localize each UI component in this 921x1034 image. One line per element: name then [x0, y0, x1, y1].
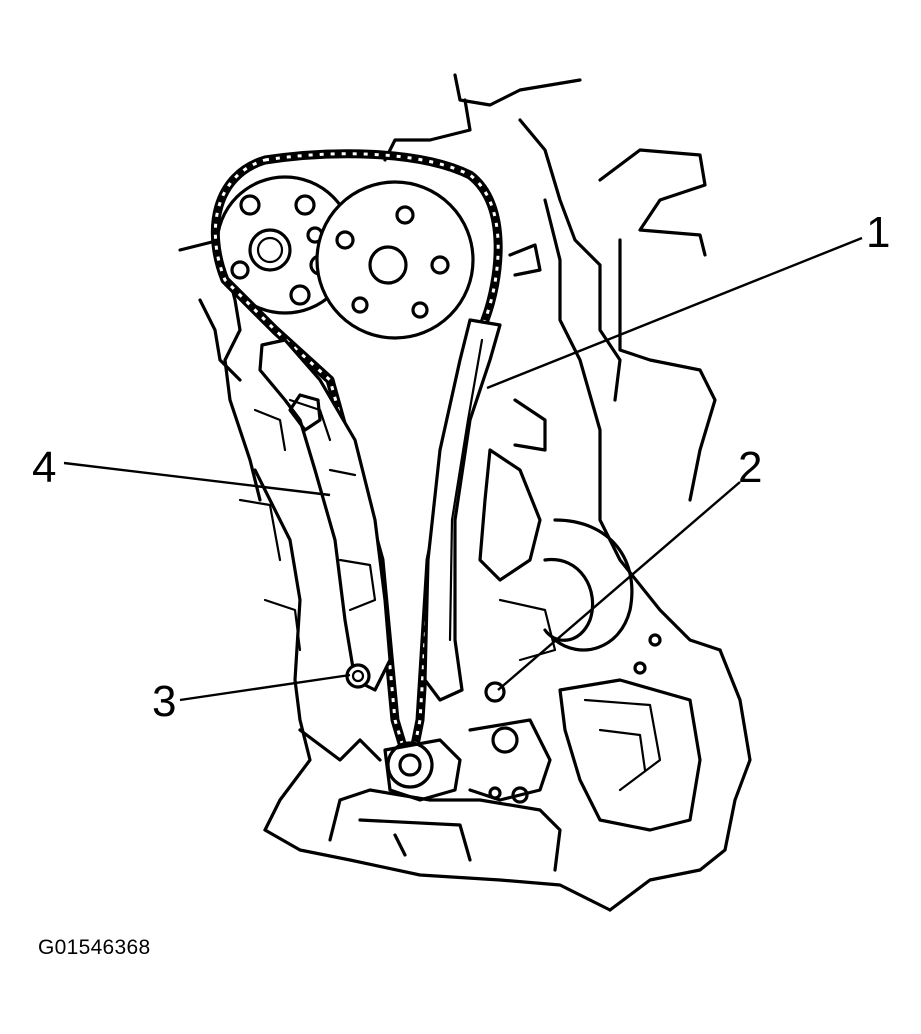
right-cam-sprocket: [315, 180, 475, 340]
timing-chain: [210, 149, 503, 775]
callout-4: 4: [32, 443, 56, 492]
leader-line-4: [63, 461, 331, 497]
chain-guide-right: [423, 318, 502, 702]
callout-2: 2: [738, 443, 762, 492]
callout-3: 3: [152, 677, 176, 726]
leader-line-2: [497, 481, 741, 691]
tensioner-arm-left: [258, 338, 392, 692]
leader-line-3: [179, 673, 351, 702]
leader-line-1: [486, 236, 863, 390]
engine-block: [178, 73, 752, 912]
figure-id: G01546368: [38, 936, 151, 959]
callout-1: 1: [866, 208, 890, 257]
bolt-3: [345, 663, 371, 689]
crank-sprocket: [383, 738, 462, 802]
